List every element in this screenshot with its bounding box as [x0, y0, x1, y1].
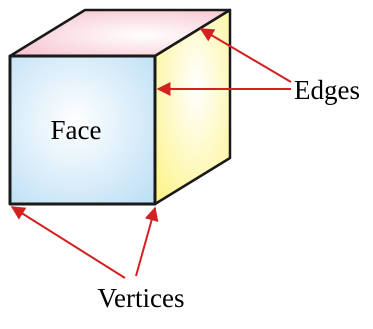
edges-label: Edges: [294, 75, 360, 105]
vertices-arrow-right: [135, 206, 159, 277]
face-label: Face: [51, 115, 102, 145]
vertices-arrow-left: [10, 206, 126, 279]
edges-arrow-top: [199, 28, 292, 83]
vertices-label: Vertices: [98, 283, 185, 313]
cube-front-face: [8, 54, 157, 206]
